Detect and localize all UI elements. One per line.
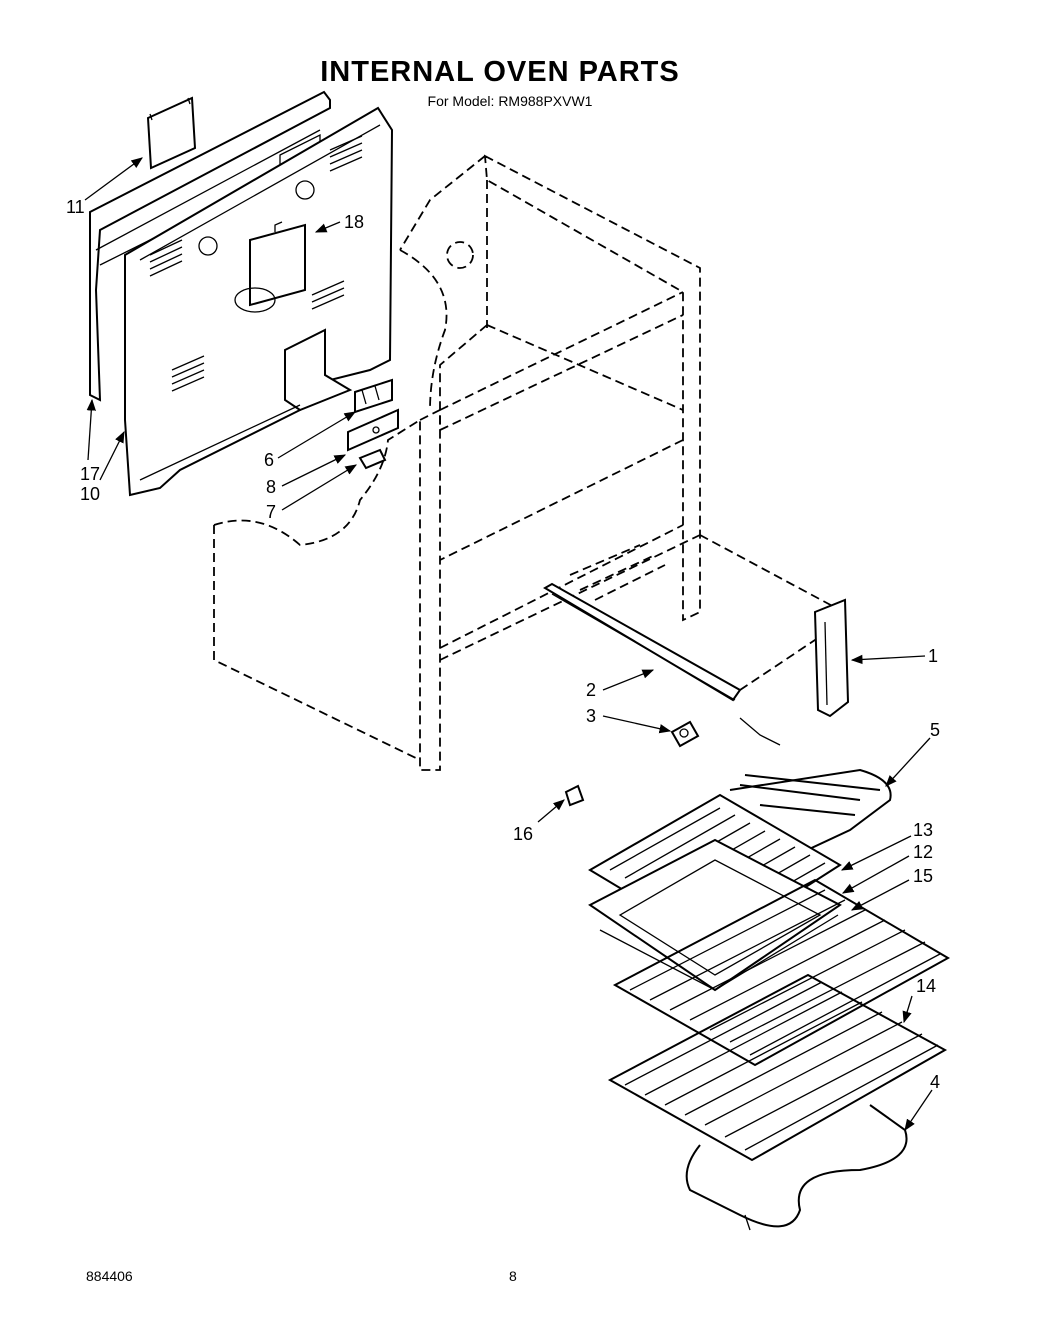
model-subtitle: For Model: RM988PXVW1	[427, 93, 593, 109]
page-title: INTERNAL OVEN PARTS	[320, 56, 680, 88]
callout-4: 4	[930, 1072, 940, 1092]
callout-18: 18	[344, 212, 364, 232]
callout-2: 2	[586, 680, 596, 700]
callout-14: 14	[916, 976, 936, 996]
part-1-side-cover	[813, 598, 850, 718]
callout-11: 11	[66, 197, 85, 217]
callout-17: 17	[80, 464, 100, 484]
document-number: 884406	[86, 1268, 133, 1284]
callout-3: 3	[586, 706, 596, 726]
callout-leaders	[84, 157, 933, 1131]
callout-8: 8	[266, 477, 276, 497]
page-number: 8	[509, 1268, 517, 1284]
part-6-bracket	[354, 378, 393, 414]
part-4-element	[685, 1104, 908, 1231]
callout-15: 15	[913, 866, 933, 886]
part-10-rear-panel	[124, 106, 394, 497]
callout-labels: 11 18 17 10 6 8 7 1 2 3 5 16 13 12 15 14…	[66, 197, 940, 1092]
part-16-bracket	[564, 784, 585, 807]
callout-16: 16	[513, 824, 533, 844]
callout-12: 12	[913, 842, 933, 862]
callout-10: 10	[80, 484, 100, 504]
callout-13: 13	[913, 820, 933, 840]
part-14-rack	[607, 973, 948, 1162]
callout-6: 6	[264, 450, 274, 470]
callout-1: 1	[928, 646, 938, 666]
callout-7: 7	[266, 502, 276, 522]
callout-5: 5	[930, 720, 940, 740]
part-7-clip	[358, 448, 387, 470]
part-8-bracket	[347, 408, 399, 452]
part-12-broiler-pan	[588, 838, 842, 992]
part-2-rail	[543, 582, 742, 702]
part-15-rack	[612, 878, 951, 1067]
part-3-bracket	[670, 720, 700, 748]
part-11-plate	[146, 96, 197, 170]
